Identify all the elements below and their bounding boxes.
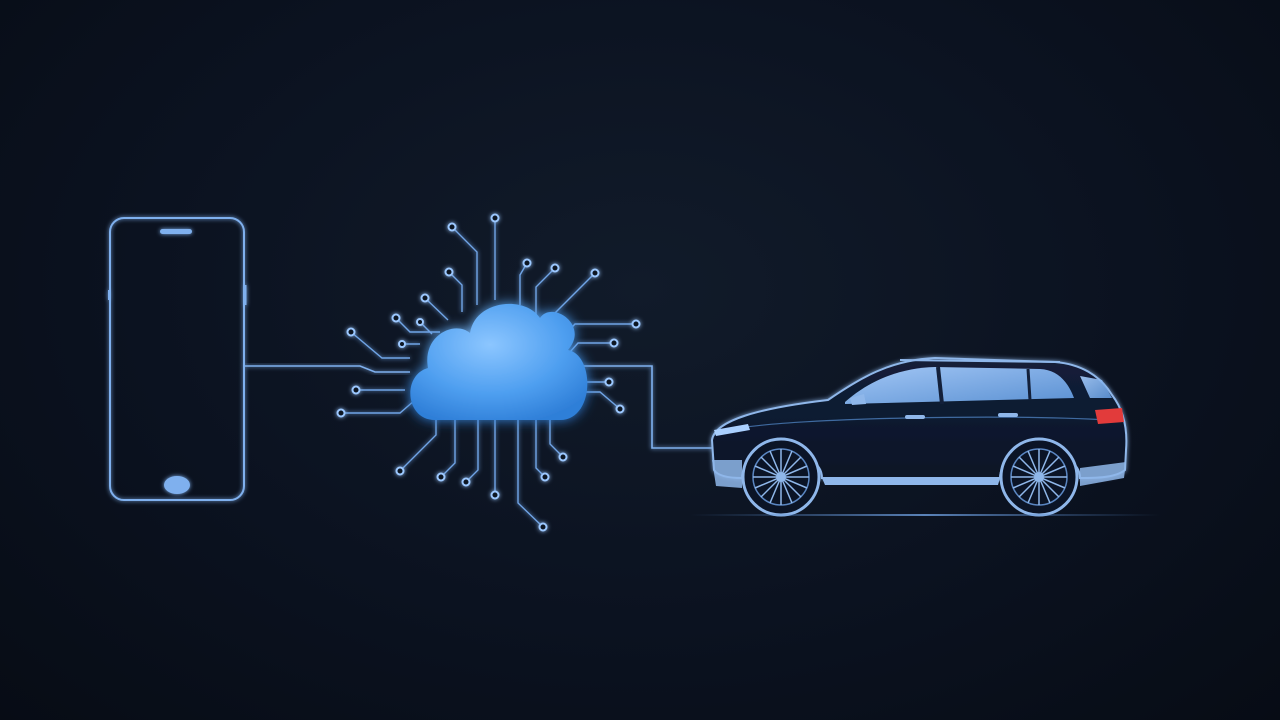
rear-wheel [999, 437, 1079, 517]
headlight [714, 424, 750, 436]
front-wheel [741, 437, 821, 517]
circuit-traces [341, 218, 636, 528]
car-roof-rail [899, 359, 1061, 363]
door-handle-front [905, 415, 925, 419]
suv-car-icon [710, 356, 1128, 517]
cloud-circuit-icon [410, 303, 588, 420]
car-rear-bumper [1080, 462, 1126, 486]
car-pillar-rear [1026, 368, 1032, 401]
cloud-to-car-connector [580, 365, 716, 449]
door-handle-rear [998, 413, 1018, 417]
circuit-nodes [336, 213, 641, 532]
tail-light [1095, 408, 1124, 424]
car-pillar [936, 366, 944, 405]
car-front-bumper [712, 460, 742, 488]
ground-line [690, 514, 1160, 516]
smartphone-outline-icon [108, 217, 247, 501]
side-mirror [850, 394, 866, 405]
car-rear-window [1080, 376, 1112, 398]
car-sill-highlight [822, 478, 1000, 485]
phone-to-cloud-connector [245, 365, 410, 373]
car-windows [845, 367, 1074, 404]
